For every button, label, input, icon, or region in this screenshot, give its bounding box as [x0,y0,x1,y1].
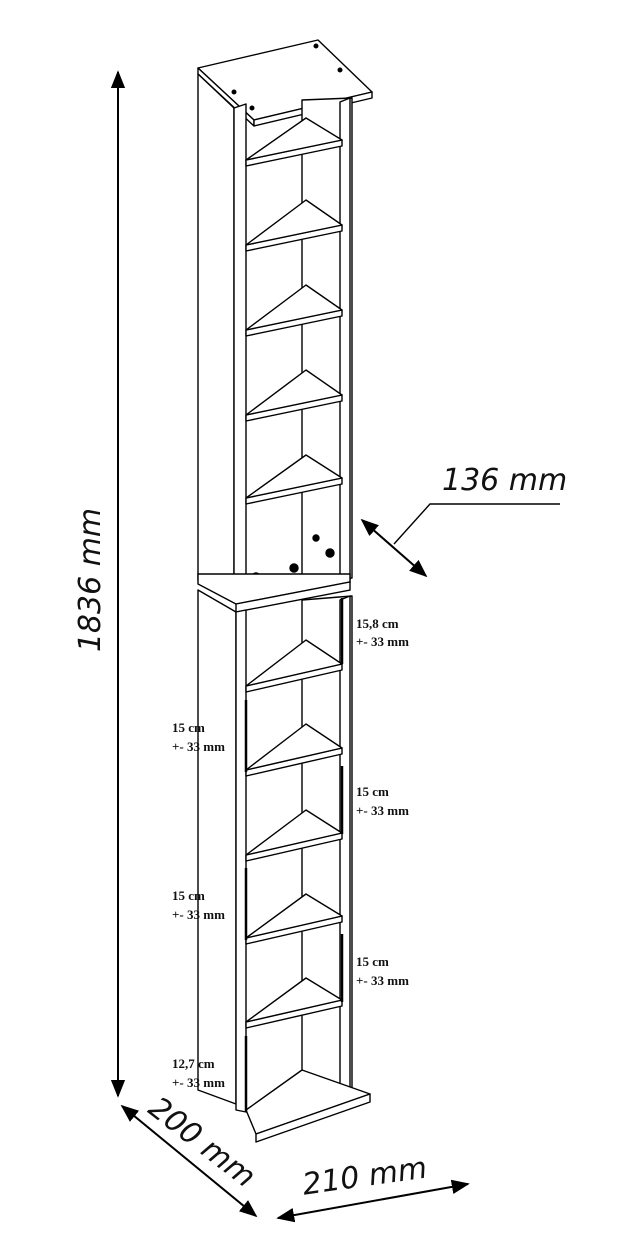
compartment-6-size: 12,7 cm [172,1056,215,1071]
compartment-3-size: 15 cm [356,784,389,799]
compartment-2-tolerance: +- 33 mm [172,739,225,754]
depth-top-leader [393,503,560,545]
module-joint [197,573,351,613]
lower-module [197,589,371,1143]
compartment-1-size: 15,8 cm [356,616,399,631]
compartment-5-size: 15 cm [356,954,389,969]
depth-top-arrow [360,518,428,578]
compartment-2-size: 15 cm [172,720,205,735]
height-label: 1836 mm [73,508,108,652]
compartment-3-tolerance: +- 33 mm [356,803,409,818]
depth-bottom-arrow [120,1104,258,1218]
compartment-bars [244,598,344,1112]
depth-top-label: 136 mm [442,463,567,498]
width-arrow [276,1179,470,1223]
compartment-4-tolerance: +- 33 mm [172,907,225,922]
compartment-4-size: 15 cm [172,888,205,903]
compartment-6-tolerance: +- 33 mm [172,1075,225,1090]
upper-module [197,39,373,593]
compartment-1-tolerance: +- 33 mm [356,634,409,649]
compartment-5-tolerance: +- 33 mm [356,973,409,988]
